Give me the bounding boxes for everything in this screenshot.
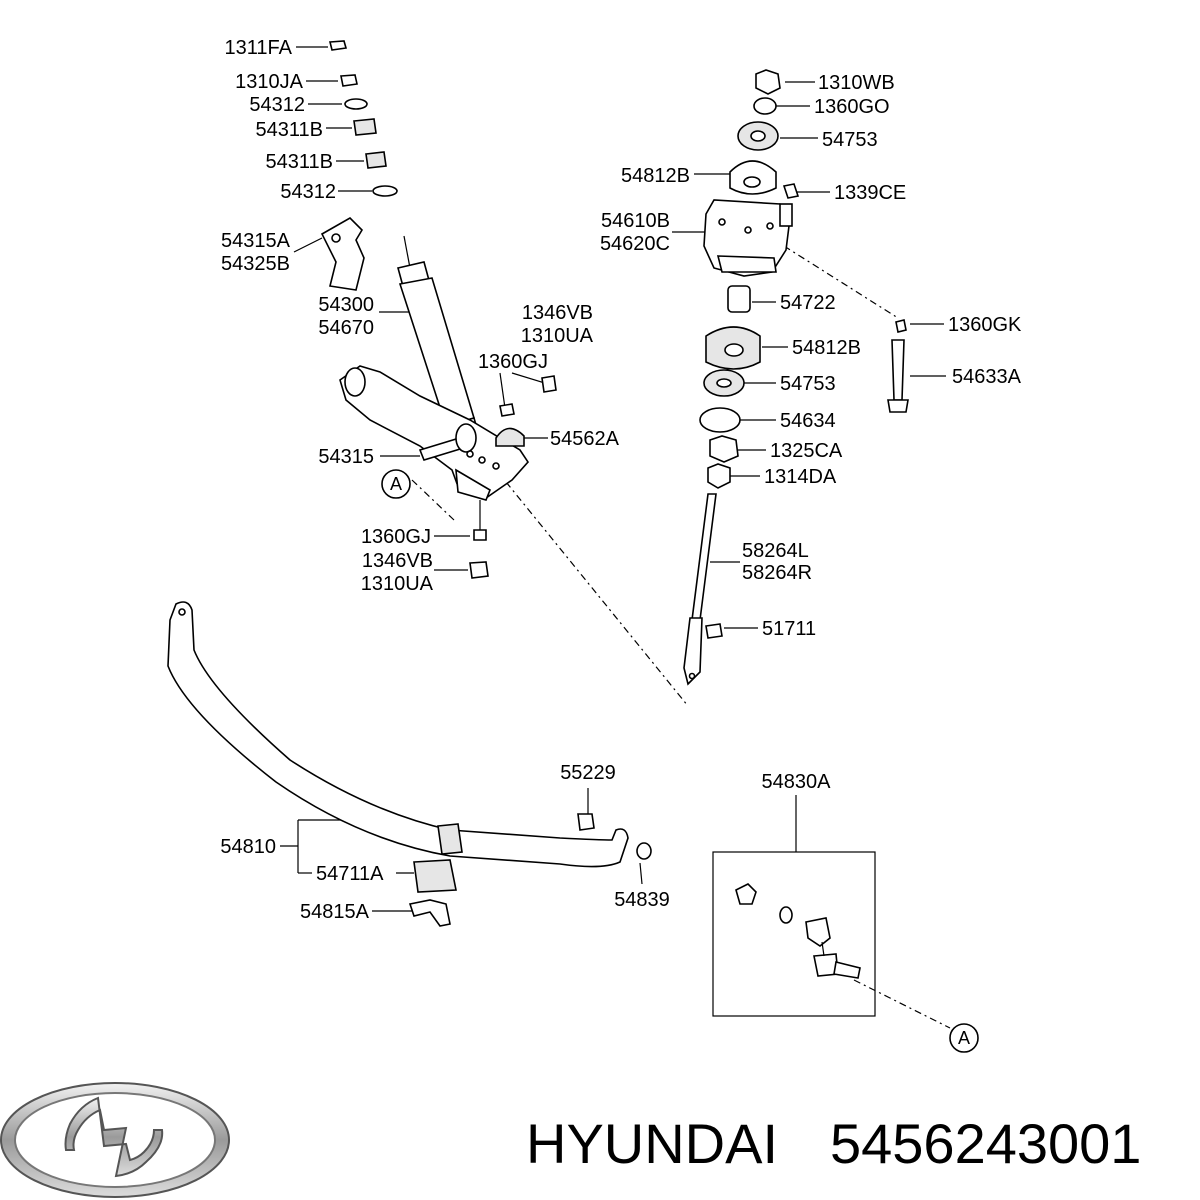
svg-text:A: A	[390, 474, 402, 494]
label-1310ua-a: 1310UA	[521, 325, 594, 347]
stabilizer-link-box	[712, 851, 876, 1017]
label-54753-b: 54753	[780, 373, 836, 395]
bolt-54633a	[887, 319, 909, 413]
bushing-54711a	[413, 859, 457, 893]
strut-rod	[683, 493, 723, 686]
washer-54312-upper	[344, 98, 368, 110]
label-1311fa: 1311FA	[225, 37, 293, 59]
label-54839: 54839	[614, 889, 670, 911]
nut-1325ca	[709, 435, 739, 463]
label-54711a: 54711A	[316, 863, 384, 885]
label-54830a: 54830A	[762, 771, 832, 793]
mount-bracket	[703, 199, 793, 277]
callout-a-left: A	[381, 469, 411, 499]
bushing-54311b-lower	[365, 151, 387, 169]
hyundai-logo	[0, 1082, 230, 1198]
bolt-1339ce	[782, 183, 800, 199]
label-54311b-b: 54311B	[266, 151, 333, 173]
label-54633a: 54633A	[952, 366, 1022, 388]
label-54810: 54810	[220, 836, 276, 858]
label-1346vb-b: 1346VB	[362, 550, 433, 572]
label-54620c: 54620C	[600, 233, 670, 255]
washer-1360gj-upper	[499, 403, 515, 417]
leader-lines	[280, 46, 946, 912]
washer-1360go	[753, 97, 777, 115]
label-1360gj-a: 1360GJ	[478, 351, 548, 373]
label-54311b-a: 54311B	[256, 119, 323, 141]
label-51711: 51711	[762, 618, 816, 640]
label-54815a: 54815A	[300, 901, 370, 923]
washer-54312-lower	[372, 185, 398, 197]
washer-1360gk	[895, 319, 907, 333]
label-58264r: 58264R	[742, 562, 812, 584]
label-1310ja: 1310JA	[235, 71, 303, 93]
nut-1310ja	[340, 74, 358, 87]
washer-54839	[636, 842, 652, 860]
label-54312-b: 54312	[280, 181, 336, 203]
stabilizer-bar	[167, 601, 652, 927]
label-1346vb-a: 1346VB	[522, 302, 593, 324]
ring-54634	[699, 407, 741, 433]
label-1360gk: 1360GK	[948, 314, 1022, 336]
nut-55229	[577, 813, 595, 831]
nut-1346vb-lower	[469, 561, 489, 579]
label-54315: 54315	[318, 446, 374, 468]
label-54722: 54722	[780, 292, 836, 314]
lower-control-arm	[339, 365, 557, 579]
bolt-51711	[705, 623, 723, 639]
sleeve-54722	[727, 285, 751, 313]
bushing-on-bar	[437, 823, 463, 855]
part-number: 5456243001	[830, 1112, 1141, 1175]
part-labels: 1311FA 1310JA 54312 54311B 54311B 54312 …	[220, 37, 1022, 923]
label-1310wb: 1310WB	[818, 72, 895, 94]
upper-shock-hardware	[328, 40, 398, 197]
brand-name: HYUNDAI	[526, 1112, 778, 1175]
strut-stack	[699, 285, 761, 489]
nut-1311fa	[328, 40, 348, 51]
nut-1310wb	[755, 69, 781, 95]
label-58264l: 58264L	[742, 540, 809, 562]
label-1314da: 1314DA	[764, 466, 837, 488]
label-1310ua-b: 1310UA	[361, 573, 434, 595]
shock-bracket	[320, 217, 365, 291]
bushing-54311b-upper	[353, 118, 377, 136]
upper-mount-hardware	[729, 69, 800, 199]
label-54562a: 54562A	[550, 428, 620, 450]
brand-caption: HYUNDAI 5456243001	[526, 1112, 1141, 1175]
label-54812b-a: 54812B	[621, 165, 690, 187]
callout-a-right: A	[949, 1023, 979, 1053]
label-54670: 54670	[318, 317, 374, 339]
ball-joint-54562a	[495, 427, 525, 447]
label-54315a: 54315A	[221, 230, 291, 252]
bracket-54815a	[408, 899, 451, 927]
label-54610b: 54610B	[601, 210, 670, 232]
label-55229: 55229	[560, 762, 616, 784]
label-54634: 54634	[780, 410, 836, 432]
label-54325b: 54325B	[221, 253, 290, 275]
label-1360go: 1360GO	[814, 96, 890, 118]
label-54300: 54300	[318, 294, 374, 316]
label-1325ca: 1325CA	[770, 440, 843, 462]
reference-lines	[411, 245, 951, 1029]
label-54312-a: 54312	[249, 94, 305, 116]
washer-1360gj-lower	[473, 529, 487, 541]
svg-text:A: A	[958, 1028, 970, 1048]
label-54812b-b: 54812B	[792, 337, 861, 359]
label-54753-a: 54753	[822, 129, 878, 151]
nut-1346vb-upper	[541, 375, 557, 393]
label-1360gj-b: 1360GJ	[361, 526, 431, 548]
label-1339ce: 1339CE	[834, 182, 906, 204]
nut-1314da	[707, 463, 731, 489]
